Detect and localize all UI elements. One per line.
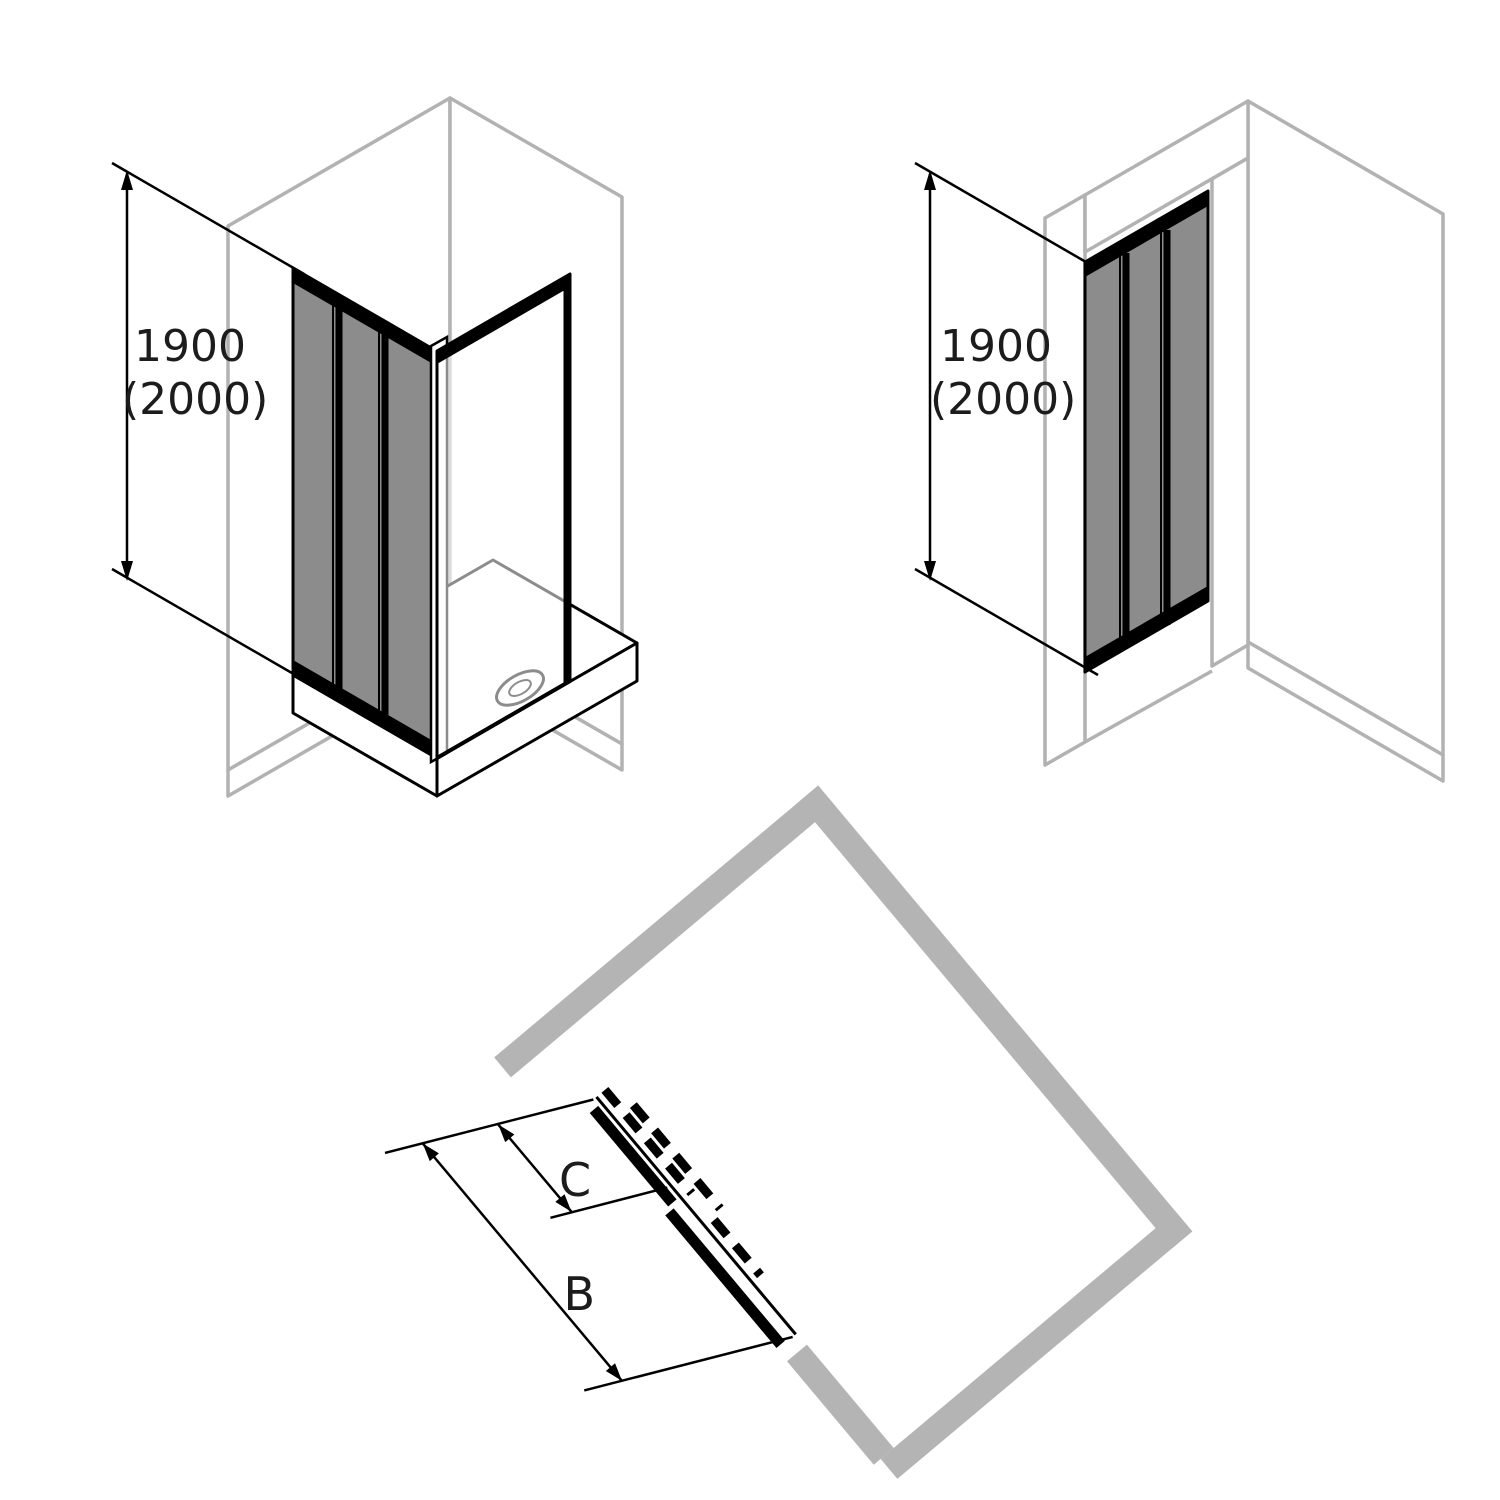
sliding-door (291, 266, 449, 765)
arrowhead-b-right (605, 1363, 623, 1381)
height-label-secondary: (2000) (930, 374, 1076, 425)
arrowhead-down (924, 561, 936, 581)
plan-right-wall (880, 1211, 1193, 1479)
plan-door-open-panel-3 (710, 1217, 764, 1279)
panel-width-label: C (559, 1153, 591, 1207)
height-label-secondary: (2000) (122, 374, 268, 425)
height-dimension-left: 1900 (2000) (111, 161, 305, 682)
witness-line-bottom (914, 567, 1099, 677)
arrowhead-c-left (498, 1124, 515, 1143)
dimension-line-c (497, 1123, 573, 1213)
niche-door-bottom-rail (1085, 586, 1208, 672)
plan-door-track (595, 1095, 797, 1336)
plan-left-wall (494, 785, 835, 1078)
plan-dimensions: C B (384, 1098, 793, 1392)
plan-door-open-panel-2 (629, 1102, 724, 1212)
niche-right-jamb (1210, 156, 1250, 668)
niche-right-wall-base (1246, 640, 1445, 783)
niche-door-view: 1900 (2000) (914, 99, 1445, 783)
plan-view: C B (384, 785, 1193, 1479)
plan-walls (494, 785, 1193, 1479)
side-panel (435, 272, 572, 760)
arrowhead-up (121, 170, 133, 190)
witness-line-bottom (111, 567, 305, 682)
plan-witness-line-2 (550, 1186, 668, 1220)
corner-enclosure-view: 1900 (2000) (111, 96, 639, 798)
side-panel-bottom-frame (435, 679, 572, 760)
plan-top-wall (798, 785, 1193, 1249)
niche-sill-line (1084, 669, 1213, 744)
door-bottom-rail (293, 660, 433, 756)
niche-door-top-rail (1085, 191, 1208, 277)
arrowhead-up (924, 170, 936, 190)
plan-doorway-side-wall (786, 1344, 894, 1465)
dimension-line-b (421, 1142, 623, 1382)
niche-sliding-door (1083, 189, 1210, 674)
plan-door-panel-b (665, 1208, 785, 1348)
niche-right-wall-face (1246, 99, 1445, 757)
niche-walls (1043, 99, 1445, 783)
height-label-primary: 1900 (940, 321, 1052, 372)
side-panel-top-rail (437, 274, 570, 364)
plan-door (589, 1086, 797, 1348)
arrowhead-c-right (555, 1194, 572, 1212)
opening-width-label: B (563, 1267, 595, 1321)
door-top-rail (293, 268, 433, 364)
height-label-primary: 1900 (134, 321, 246, 372)
arrowhead-down (121, 561, 133, 581)
niche-left-jamb (1043, 193, 1087, 767)
plan-witness-line-1 (384, 1098, 594, 1155)
plan-door-panel-a (589, 1105, 677, 1207)
plan-witness-line-3 (583, 1335, 793, 1392)
height-dimension-right: 1900 (2000) (914, 161, 1099, 677)
witness-line-top (111, 161, 305, 276)
arrowhead-b-left (422, 1143, 439, 1162)
witness-line-top (914, 161, 1099, 271)
plan-door-open-panel-1 (601, 1086, 696, 1197)
